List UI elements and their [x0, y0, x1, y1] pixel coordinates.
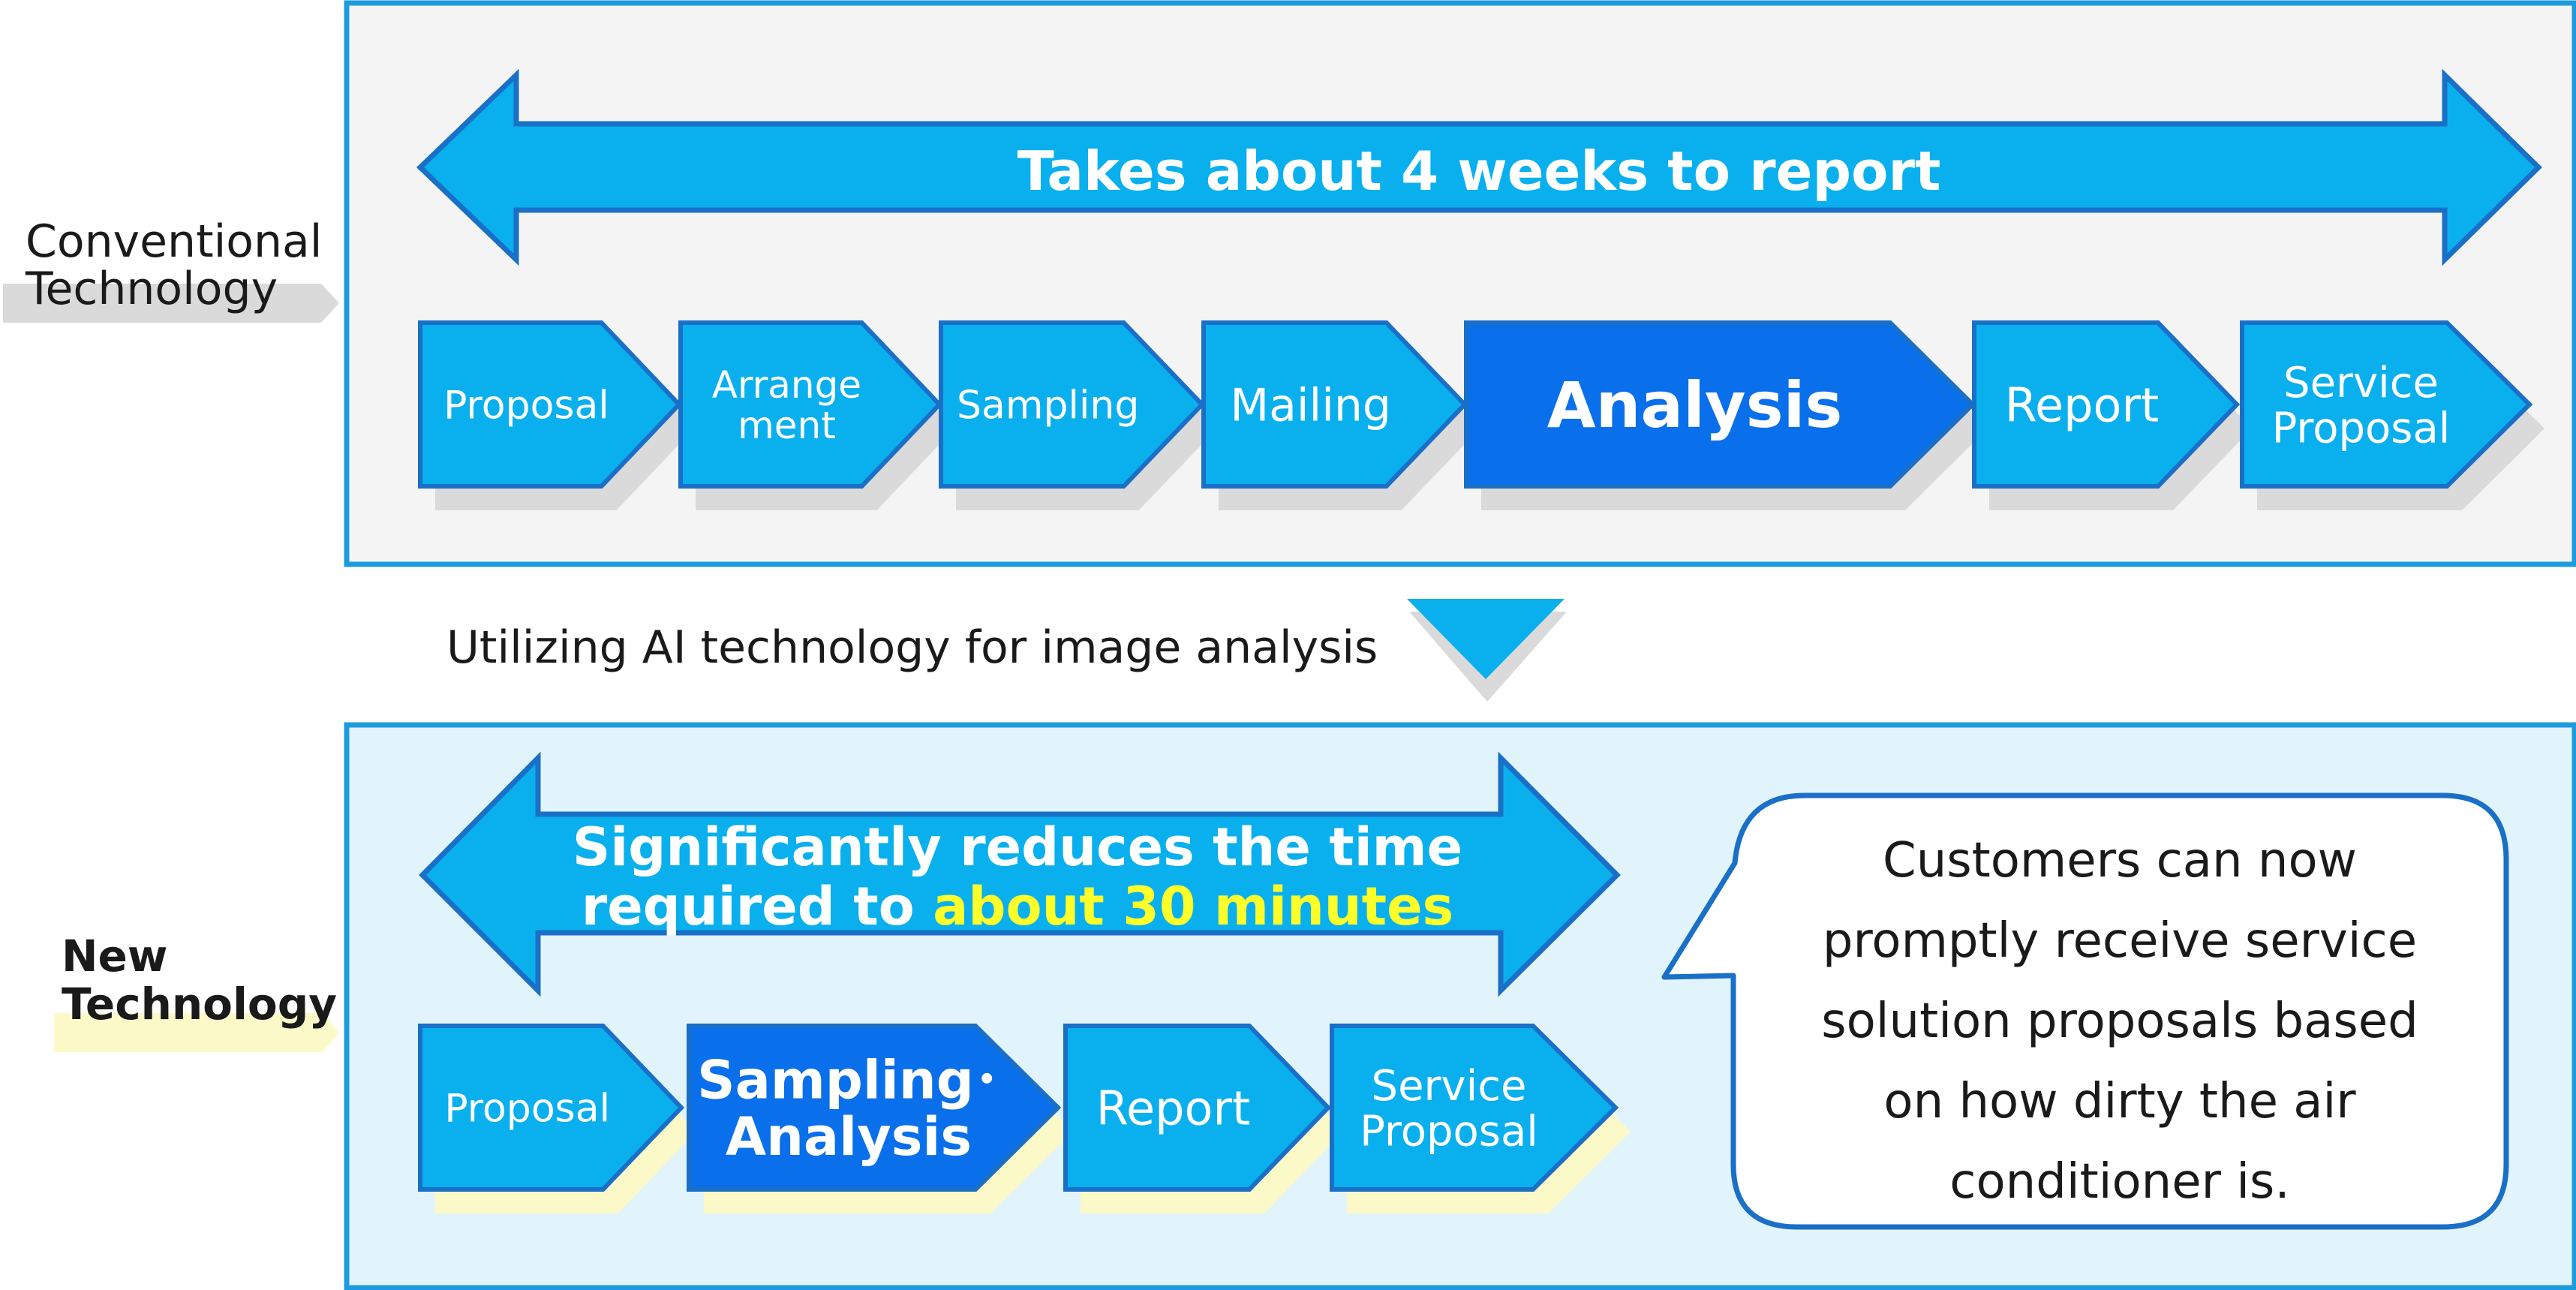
new-tech-duration-line2: required to about 30 minutes	[582, 876, 1453, 937]
conventional-step-service-proposal	[2240, 320, 2533, 489]
conventional-duration-text: Takes about 4 weeks to report	[1017, 140, 1941, 203]
callout-line: on how dirty the air	[1883, 1074, 2356, 1129]
new-tech-step-label: Sampling･	[697, 1049, 1000, 1111]
conventional-duration-arrow	[416, 68, 2542, 266]
new-tech-step-sampling-analysis	[687, 1024, 1062, 1192]
new-tech-step-label: Report	[1096, 1081, 1251, 1135]
conventional-step-label: Service	[2283, 359, 2439, 407]
callout-line: conditioner is.	[1949, 1154, 2289, 1210]
conventional-step-label: ment	[738, 404, 836, 447]
new-tech-duration-line2-prefix: required to	[582, 876, 933, 937]
conventional-step-proposal	[418, 320, 683, 489]
new-tech-step-label: Proposal	[444, 1087, 610, 1132]
new-tech-step-service-proposal	[1330, 1024, 1619, 1192]
callout-bubble	[1661, 792, 2509, 1230]
conventional-step-analysis	[1464, 320, 1976, 489]
new-tech-step-label: Service	[1372, 1062, 1527, 1111]
callout-text: Customers can now promptly receive servic…	[1821, 833, 2418, 1210]
conventional-step-label: Analysis	[1547, 368, 1843, 442]
conventional-step-label: Arrange	[712, 363, 861, 407]
conventional-step-label: Proposal	[443, 383, 609, 428]
conventional-step-sampling	[939, 320, 1206, 489]
new-tech-duration-arrow	[419, 751, 1621, 997]
new-tech-label-tab	[54, 1013, 339, 1052]
conventional-step-mailing	[1201, 320, 1468, 489]
new-tech-label-line2: Technology	[62, 979, 337, 1030]
conventional-step-report	[1972, 320, 2241, 489]
transition-down-arrow	[1407, 599, 1565, 679]
new-tech-step-report	[1063, 1024, 1332, 1192]
callout-line: promptly receive service	[1823, 913, 2417, 969]
conventional-step-arrange-ment	[678, 320, 943, 489]
callout-line: solution proposals based	[1821, 994, 2418, 1049]
conventional-step-label: Sampling	[957, 383, 1139, 428]
conventional-step-label: Mailing	[1230, 380, 1391, 432]
new-tech-step-label: Proposal	[1360, 1107, 1538, 1156]
new-tech-duration-line1: Significantly reduces the time	[573, 816, 1462, 878]
new-tech-duration-highlight: about 30 minutes	[933, 876, 1453, 937]
conventional-label-line1: Conventional	[26, 215, 322, 268]
conventional-label-tab	[3, 284, 339, 323]
transition-text: Utilizing AI technology for image analys…	[446, 621, 1378, 674]
conventional-step-label: Report	[2005, 377, 2160, 432]
callout-line: Customers can now	[1883, 833, 2357, 889]
new-tech-step-label: Analysis	[726, 1106, 972, 1168]
new-tech-step-proposal	[418, 1024, 685, 1192]
conventional-step-label: Proposal	[2272, 404, 2451, 453]
conventional-label-line2: Technology	[25, 263, 278, 315]
new-tech-label-line1: New	[62, 931, 167, 982]
